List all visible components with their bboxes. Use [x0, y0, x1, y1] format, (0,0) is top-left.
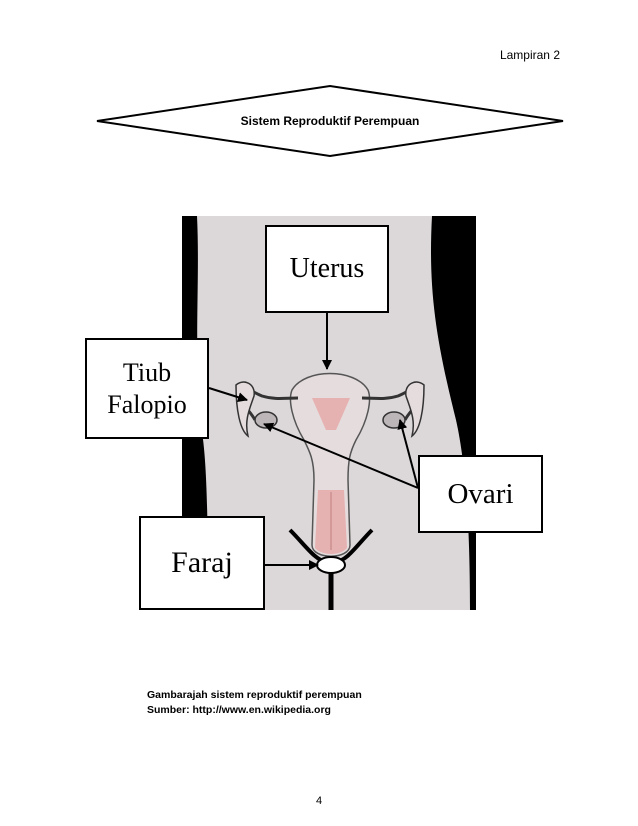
figure-caption: Gambarajah sistem reproduktif perempuan … [147, 688, 362, 717]
caption-title: Gambarajah sistem reproduktif perempuan [147, 689, 362, 701]
arrow-ovari-right [397, 419, 419, 489]
label-uterus-text: Uterus [289, 253, 365, 285]
label-falopio-text: Falopio [107, 389, 187, 419]
label-ovari-text: Ovari [447, 477, 514, 510]
appendix-label: Lampiran 2 [499, 48, 560, 62]
vaginal-opening [316, 556, 346, 574]
label-tiub-falopio: Tiub Falopio [85, 338, 209, 439]
label-ovari: Ovari [418, 455, 543, 533]
page-number: 4 [315, 795, 323, 807]
uterine-cavity [312, 398, 350, 430]
fimbriae-right [405, 381, 425, 438]
page-title: Sistem Reproduktif Perempuan [240, 114, 420, 128]
label-uterus: Uterus [265, 225, 389, 313]
label-tiub-text: Tiub [122, 358, 172, 388]
title-banner-shape [96, 84, 564, 158]
caption-source: Sumber: http://www.en.wikipedia.org [147, 703, 331, 716]
label-faraj: Faraj [139, 516, 265, 610]
label-faraj-text: Faraj [171, 546, 233, 579]
arrow-ovari-left [263, 422, 419, 489]
arrow-tiub [208, 387, 248, 403]
